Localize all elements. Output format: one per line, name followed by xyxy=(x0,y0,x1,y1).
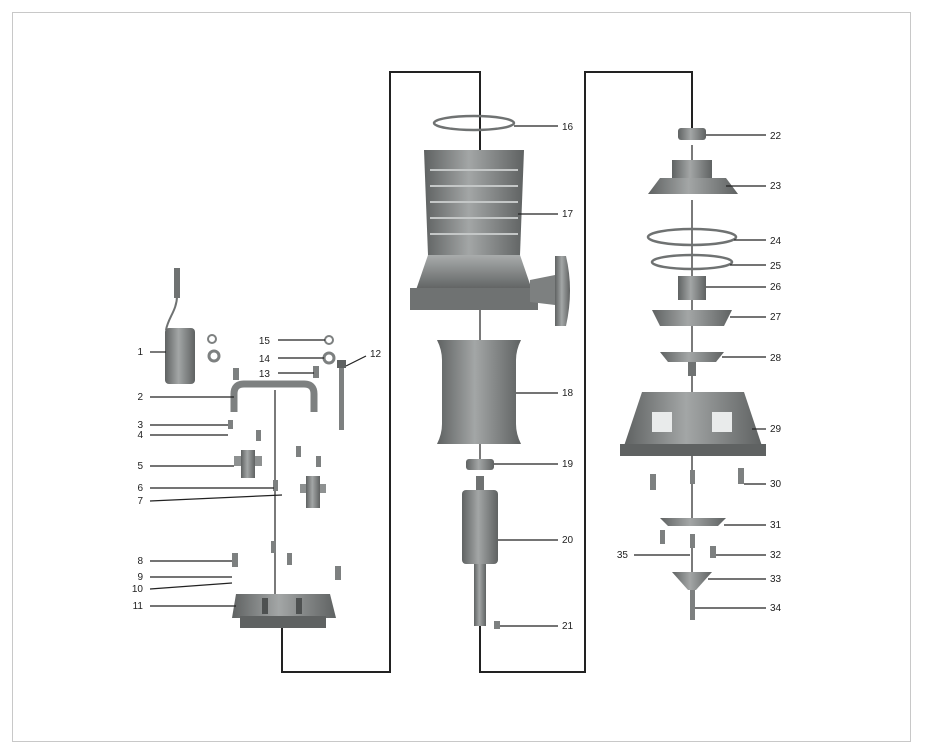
part-label-31: 31 xyxy=(770,520,782,531)
part-label-32: 32 xyxy=(770,550,782,561)
part-label-26: 26 xyxy=(770,282,782,293)
part-2-handle xyxy=(230,380,318,412)
part-label-34: 34 xyxy=(770,603,782,614)
part-5-cable-gland xyxy=(234,450,262,478)
part-label-19: 19 xyxy=(562,459,574,470)
part-label-13: 13 xyxy=(259,369,271,380)
part-label-3: 3 xyxy=(137,420,143,431)
part-label-33: 33 xyxy=(770,574,782,585)
part-label-6: 6 xyxy=(137,483,143,494)
part-19-bearing xyxy=(466,459,494,470)
part-1-float-switch xyxy=(165,268,195,384)
part-label-14: 14 xyxy=(259,354,271,365)
part-label-2: 2 xyxy=(137,392,143,403)
part-label-25: 25 xyxy=(770,261,782,272)
part-7-cable-gland xyxy=(300,476,326,508)
part-27-impeller xyxy=(652,310,732,326)
part-labels: 1234567891011121314151617181920212223242… xyxy=(132,122,782,632)
part-label-24: 24 xyxy=(770,236,782,247)
part-label-21: 21 xyxy=(562,621,574,632)
part-label-20: 20 xyxy=(562,535,574,546)
part-label-5: 5 xyxy=(137,461,143,472)
part-34-bolt xyxy=(690,590,695,620)
part-label-35: 35 xyxy=(617,550,629,561)
part-label-30: 30 xyxy=(770,479,782,490)
part-label-27: 27 xyxy=(770,312,782,323)
part-11-cover xyxy=(232,594,336,628)
part-screws-left xyxy=(207,334,341,580)
part-label-4: 4 xyxy=(137,430,143,441)
part-26-seal xyxy=(678,276,706,300)
part-label-18: 18 xyxy=(562,388,574,399)
part-label-10: 10 xyxy=(132,584,144,595)
part-label-22: 22 xyxy=(770,131,782,142)
part-label-23: 23 xyxy=(770,181,782,192)
part-25-o-ring xyxy=(650,253,734,271)
part-label-12: 12 xyxy=(370,349,382,360)
part-12-pin xyxy=(337,360,346,430)
part-16-o-ring xyxy=(432,114,516,132)
part-label-17: 17 xyxy=(562,209,574,220)
part-29-volute xyxy=(620,392,766,456)
part-23-bearing-housing xyxy=(648,160,738,194)
leader-line-10 xyxy=(149,582,233,590)
part-label-8: 8 xyxy=(137,556,143,567)
part-24-o-ring xyxy=(646,227,738,247)
part-17-motor-housing xyxy=(410,150,570,326)
part-label-28: 28 xyxy=(770,353,782,364)
part-screws-right xyxy=(650,468,744,558)
part-21-key xyxy=(494,621,500,629)
part-label-11: 11 xyxy=(133,601,144,612)
part-20-rotor xyxy=(462,476,498,626)
part-18-stator xyxy=(437,340,521,444)
part-label-29: 29 xyxy=(770,424,782,435)
part-33-cutter xyxy=(672,572,712,590)
part-14-15-nut-ring xyxy=(322,335,336,365)
leader-lines xyxy=(149,125,766,627)
part-22-bearing-cap xyxy=(678,128,706,140)
leader-line-7 xyxy=(149,494,283,502)
part-label-15: 15 xyxy=(259,336,271,347)
part-31-plate xyxy=(660,518,726,526)
part-label-9: 9 xyxy=(137,572,143,583)
part-label-7: 7 xyxy=(137,496,143,507)
part-label-16: 16 xyxy=(562,122,574,133)
leader-line-12 xyxy=(345,355,367,367)
part-label-1: 1 xyxy=(137,347,143,358)
part-28-wear-plate xyxy=(660,352,724,376)
